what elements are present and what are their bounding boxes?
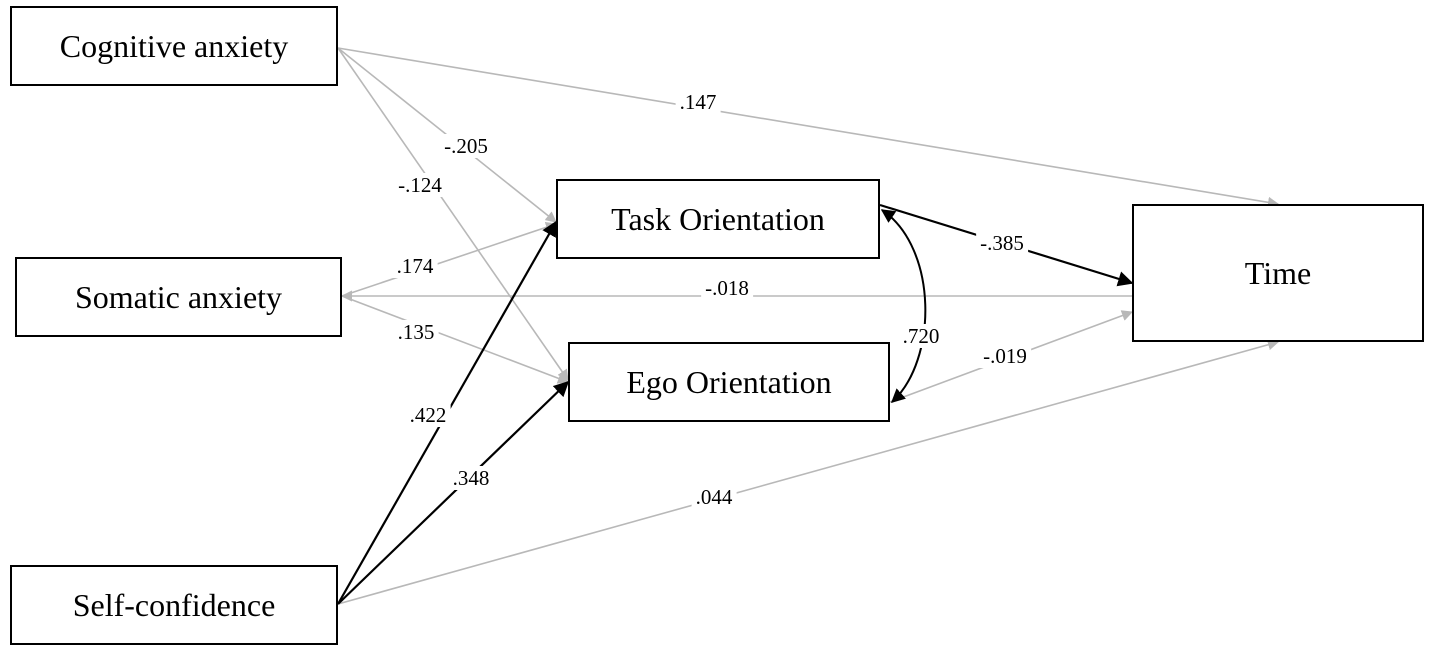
coef-selfconf-to-time: .044 (691, 485, 737, 509)
coef-somatic-to-task: .174 (392, 254, 438, 278)
node-time: Time (1132, 204, 1424, 342)
path-selfconf-to-ego (337, 380, 570, 605)
node-ego-orientation: Ego Orientation (568, 342, 890, 422)
node-label: Time (1244, 254, 1312, 291)
coef-cognitive-to-ego: -.124 (394, 173, 446, 197)
coef-selfconf-to-task: .422 (405, 403, 451, 427)
node-label: Cognitive anxiety (59, 27, 289, 64)
path-task-ego-covariance (880, 209, 927, 403)
node-task-orientation: Task Orientation (556, 179, 880, 259)
coef-somatic-to-ego: .135 (393, 320, 439, 344)
path-somatic-to-ego (341, 295, 570, 384)
coef-ego-to-time: -.019 (979, 344, 1031, 368)
coef-time-to-somatic: -.018 (701, 276, 753, 300)
coef-task-ego-covariance: .720 (898, 324, 944, 348)
node-label: Ego Orientation (626, 363, 832, 400)
path-cognitive-to-time (337, 47, 1280, 208)
node-label: Self-confidence (72, 586, 276, 623)
node-label: Somatic anxiety (74, 278, 283, 315)
node-somatic-anxiety: Somatic anxiety (15, 257, 342, 337)
path-somatic-to-task (341, 221, 558, 297)
coef-task-to-time: -.385 (976, 231, 1028, 255)
node-self-confidence: Self-confidence (10, 565, 338, 645)
path-cognitive-to-ego (337, 47, 569, 381)
coef-selfconf-to-ego: .348 (448, 466, 494, 490)
path-selfconf-to-time (337, 339, 1280, 605)
coef-cognitive-to-time: .147 (675, 90, 721, 114)
coef-cognitive-to-task: -.205 (440, 134, 492, 158)
node-label: Task Orientation (611, 200, 825, 237)
node-cognitive-anxiety: Cognitive anxiety (10, 6, 338, 86)
